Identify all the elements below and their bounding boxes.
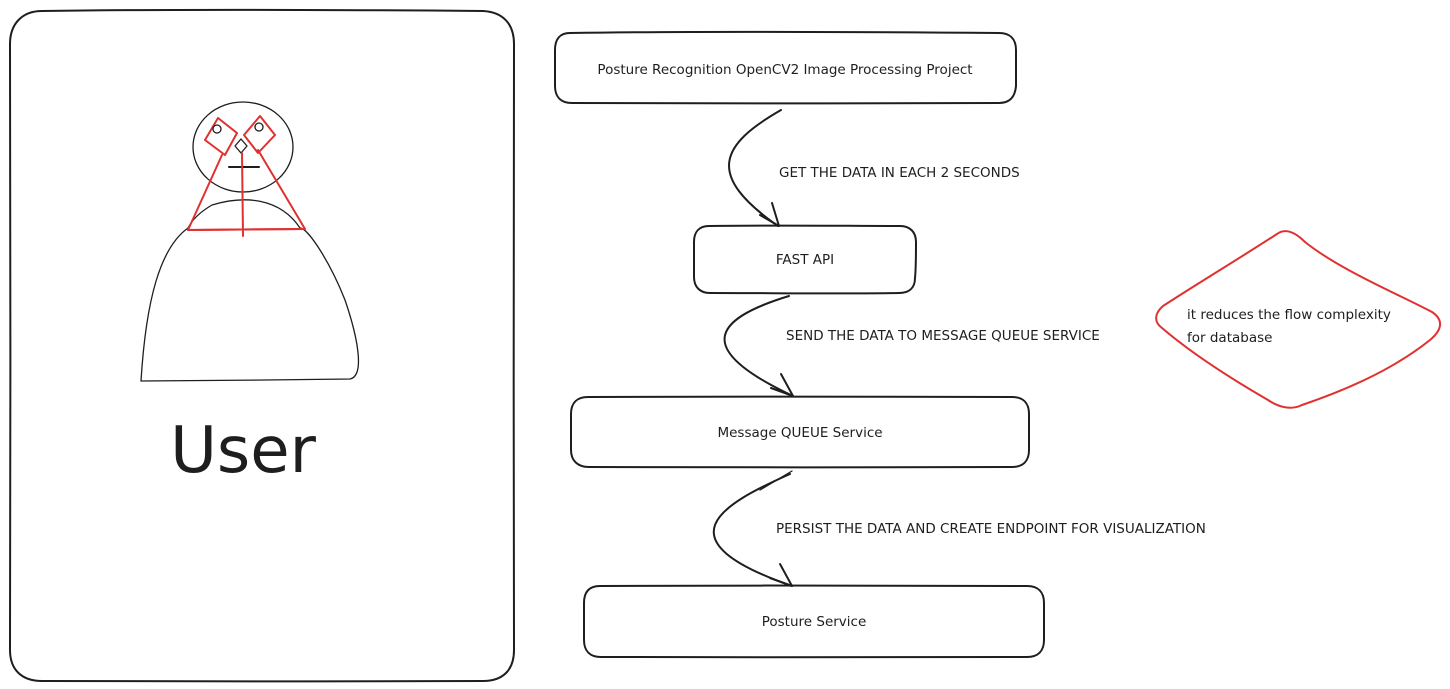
user-panel-frame [9, 8, 515, 683]
node-label: Posture Service [762, 614, 867, 630]
node-label: FAST API [776, 252, 834, 268]
edge-label-2: SEND THE DATA TO MESSAGE QUEUE SERVICE [786, 328, 1100, 344]
node-frame [570, 395, 1030, 469]
shoulder-line [187, 228, 306, 231]
note-text-line-2: for database [1187, 330, 1272, 346]
arrow-shaft [712, 473, 793, 587]
arrow-shaft [723, 295, 794, 397]
spine-line [241, 152, 244, 237]
edge-label-1: GET THE DATA IN EACH 2 SECONDS [779, 165, 1020, 181]
arrow-2 [723, 295, 794, 397]
posture-keypoints [187, 115, 306, 237]
node-fast-api[interactable]: FAST API [693, 224, 917, 295]
node-frame [554, 30, 1017, 105]
user-label: User [170, 414, 317, 488]
arrowhead [770, 373, 794, 397]
user-panel: User [9, 8, 515, 683]
node-frame [693, 224, 917, 295]
node-label: Posture Recognition OpenCV2 Image Proces… [597, 62, 972, 78]
arrow-tail-mark [759, 470, 793, 491]
arrow-1 [728, 109, 782, 227]
arrowhead [759, 202, 780, 227]
node-posture-recognition[interactable]: Posture Recognition OpenCV2 Image Proces… [554, 30, 1017, 105]
note-diamond: it reduces the flow complexity for datab… [1155, 230, 1441, 409]
nose-marker [234, 138, 248, 154]
right-eye [254, 122, 264, 132]
arrowhead [769, 563, 793, 587]
shoulder-triangle [187, 149, 306, 231]
note-text-line-1: it reduces the flow complexity [1187, 307, 1391, 323]
node-posture-service[interactable]: Posture Service [583, 584, 1045, 659]
arrow-3 [712, 470, 793, 587]
node-label: Message QUEUE Service [717, 425, 882, 441]
node-message-queue[interactable]: Message QUEUE Service [570, 395, 1030, 469]
user-body [140, 199, 360, 382]
edge-label-3: PERSIST THE DATA AND CREATE ENDPOINT FOR… [776, 521, 1206, 537]
note-frame [1155, 230, 1441, 409]
left-eye [212, 124, 222, 134]
left-eye-marker [204, 117, 238, 156]
node-frame [583, 584, 1045, 659]
arrow-shaft [728, 109, 782, 227]
right-eye-marker [243, 115, 276, 154]
